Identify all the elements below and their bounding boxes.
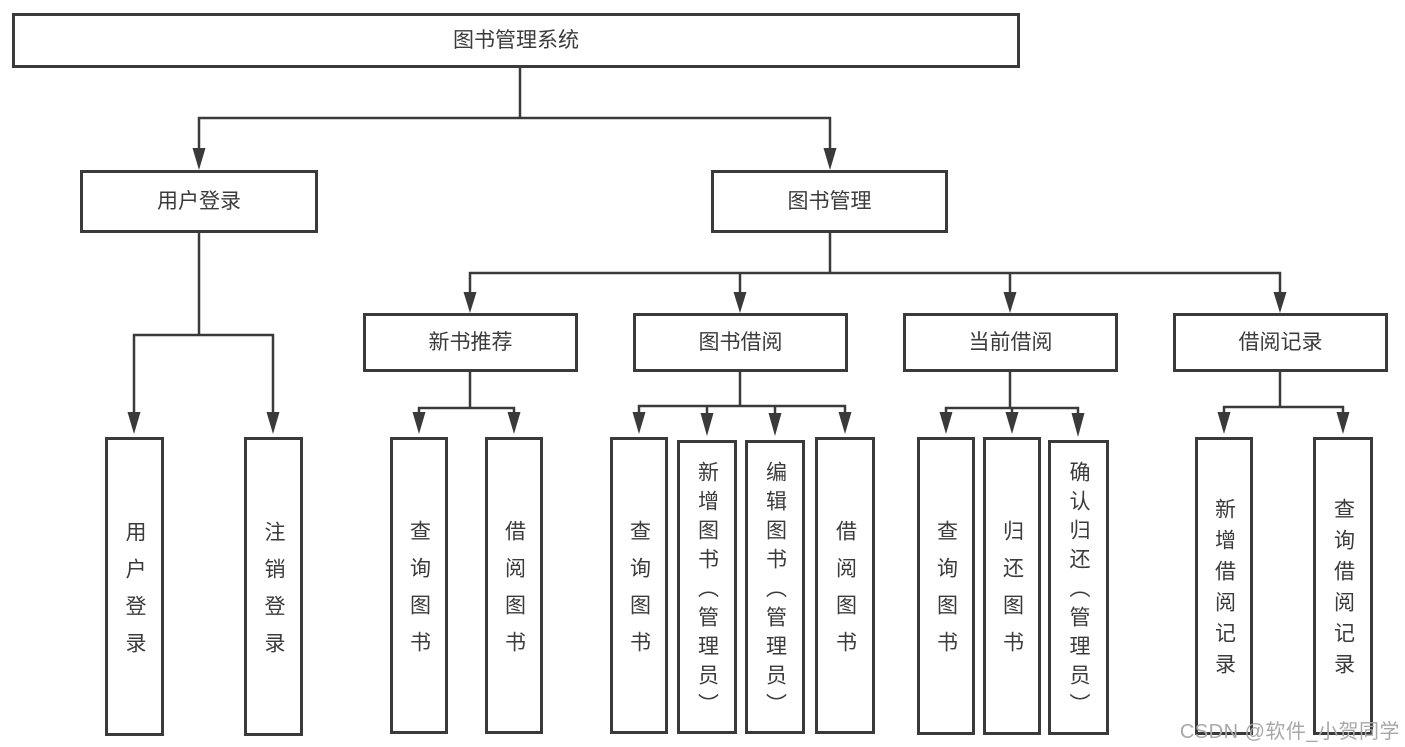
node-label: 注销登录 — [262, 520, 285, 669]
node-borrow-records: 借阅记录 — [1173, 313, 1388, 372]
node-label: 查询借阅记录 — [1331, 498, 1355, 684]
node-label: 借阅图书 — [833, 519, 857, 668]
node-label: 查询图书 — [934, 520, 958, 668]
leaf-query-books-current: 查询图书 — [917, 437, 975, 735]
leaf-confirm-return-admin: 确认归还（管理员） — [1048, 440, 1109, 735]
leaf-query-borrow-record: 查询借阅记录 — [1313, 437, 1373, 735]
node-label: 图书管理系统 — [453, 29, 579, 52]
node-label: 当前借阅 — [968, 331, 1053, 354]
node-label: 归还图书 — [1000, 520, 1024, 668]
leaf-return-books: 归还图书 — [983, 437, 1041, 735]
connector-root-to-level2 — [192, 68, 837, 170]
node-label: 图书管理 — [787, 190, 872, 213]
node-label: 新增借阅记录 — [1212, 498, 1236, 684]
node-label: 确认归还（管理员） — [1067, 461, 1090, 722]
node-label: 图书借阅 — [698, 331, 783, 354]
node-label: 借阅图书 — [502, 519, 526, 668]
connector-userlogin-to-leaves — [127, 233, 280, 434]
leaf-query-books-recommend: 查询图书 — [390, 437, 448, 734]
node-label: 编辑图书（管理员） — [763, 460, 787, 722]
node-user-login: 用户登录 — [80, 170, 318, 233]
node-label: 用户登录 — [157, 190, 241, 213]
node-book-borrow: 图书借阅 — [633, 313, 848, 372]
node-new-book-recommend: 新书推荐 — [363, 313, 578, 372]
node-label: 用户登录 — [123, 520, 146, 669]
connector-bookborrow-to-leaves — [632, 372, 852, 436]
node-current-borrow: 当前借阅 — [903, 313, 1118, 372]
leaf-user-login: 用户登录 — [105, 437, 164, 736]
connector-bookmgmt-to-level3 — [463, 233, 1287, 313]
node-label: 借阅记录 — [1238, 331, 1323, 354]
node-label: 查询图书 — [627, 519, 651, 668]
leaf-borrow-books-recommend: 借阅图书 — [485, 437, 543, 734]
leaf-query-books-borrow: 查询图书 — [610, 437, 668, 734]
leaf-add-book-admin: 新增图书（管理员） — [677, 440, 737, 734]
connector-borrowrecords-to-leaves — [1217, 372, 1350, 434]
connector-newbooks-to-leaves — [412, 372, 521, 434]
leaf-add-borrow-record: 新增借阅记录 — [1195, 437, 1253, 735]
node-label: 新书推荐 — [428, 331, 513, 354]
connector-currentborrow-to-leaves — [939, 372, 1085, 437]
node-root: 图书管理系统 — [12, 13, 1020, 68]
watermark: CSDN @软件_小贺同学 — [1179, 721, 1400, 743]
leaf-borrow-books-borrow: 借阅图书 — [815, 437, 875, 734]
leaf-logout: 注销登录 — [244, 437, 303, 736]
node-book-management: 图书管理 — [711, 170, 948, 233]
node-label: 查询图书 — [407, 519, 431, 668]
leaf-edit-book-admin: 编辑图书（管理员） — [745, 440, 805, 734]
node-label: 新增图书（管理员） — [695, 460, 719, 722]
